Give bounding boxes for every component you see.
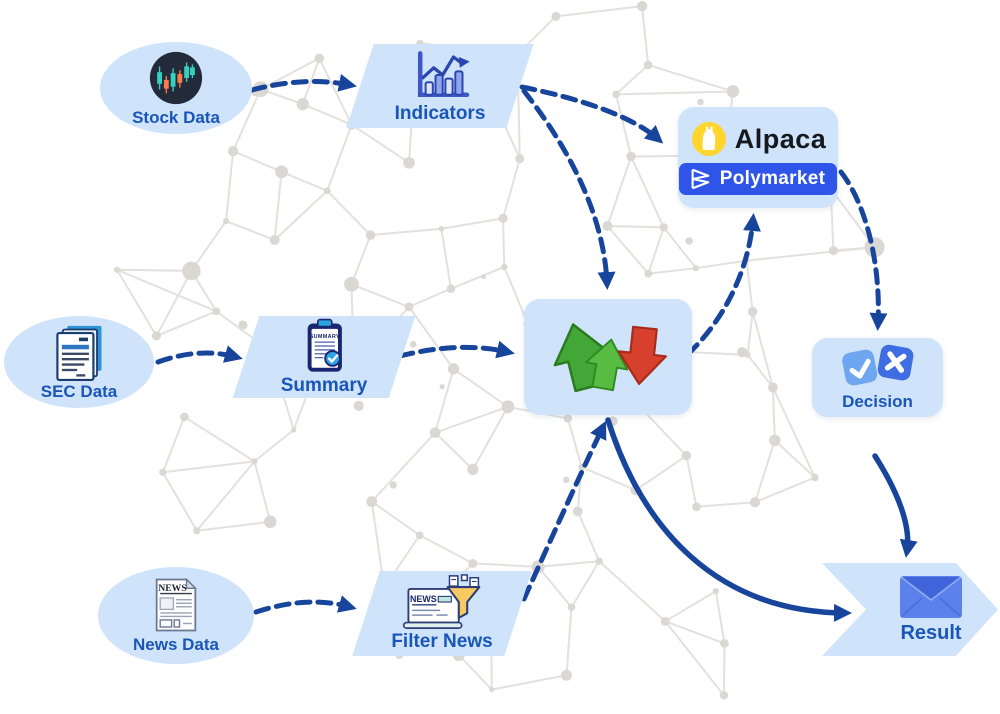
- newspaper-icon: NEWS: [155, 578, 197, 632]
- node-sec-data: SEC Data: [4, 316, 154, 408]
- candlestick-chart-icon: [149, 51, 203, 104]
- clipboard-title-text: SUMMARY: [310, 334, 340, 340]
- edge-sec-to-summary: [155, 345, 243, 365]
- filter-news-masthead-text: NEWS: [410, 594, 437, 604]
- edge-filternews-to-aicore: [521, 420, 607, 602]
- polymarket-icon: [691, 168, 710, 190]
- clipboard-check-icon: SUMMARY: [307, 318, 342, 372]
- documents-icon: [56, 325, 102, 381]
- node-label: Summary: [280, 374, 368, 396]
- node-indicators: Indicators: [346, 44, 534, 128]
- node-filter-news: NEWS Filter News: [352, 571, 532, 656]
- edge-stock-to-indicators: [249, 74, 357, 93]
- edge-news-to-filternews: [253, 595, 357, 615]
- node-summary: SUMMARY Summary: [232, 316, 416, 398]
- node-decision: Decision: [812, 338, 943, 417]
- edge-decision-to-result: [872, 453, 918, 558]
- node-label: Indicators: [394, 102, 486, 124]
- node-news-data: NEWS News Data: [98, 567, 254, 664]
- node-stock-data: Stock Data: [100, 42, 252, 134]
- check-cross-icon: [841, 344, 913, 386]
- newspaper-masthead-text: NEWS: [158, 583, 186, 594]
- node-brokers: Alpaca Polymarket: [678, 107, 838, 208]
- edge-indicators-to-brokers: [519, 84, 664, 144]
- edge-brokers-to-decision: [838, 169, 888, 331]
- up-down-arrows-icon: [553, 323, 667, 393]
- polymarket-label: Polymarket: [719, 168, 826, 189]
- alpaca-label: Alpaca: [734, 123, 827, 154]
- news-funnel-icon: NEWS: [402, 574, 481, 630]
- node-label: Stock Data: [132, 107, 220, 127]
- node-label: SEC Data: [40, 381, 118, 401]
- polymarket-logo: Polymarket: [678, 163, 838, 195]
- node-label: Result: [900, 621, 962, 644]
- alpaca-icon: [691, 122, 726, 156]
- alpaca-logo: Alpaca: [690, 120, 827, 158]
- node-label: Filter News: [391, 631, 493, 653]
- edge-aicore-to-polymarket: [685, 213, 761, 357]
- node-label: News Data: [133, 635, 219, 655]
- edge-indicators-to-aicore: [521, 88, 616, 290]
- bar-chart-trend-icon: [417, 50, 470, 97]
- envelope-icon: [900, 575, 962, 618]
- node-result: Result: [822, 563, 998, 656]
- node-ai-core: [524, 299, 692, 415]
- edge-summary-to-aicore: [397, 340, 515, 359]
- edge-aicore-to-result: [605, 417, 852, 622]
- node-label: Decision: [842, 392, 913, 412]
